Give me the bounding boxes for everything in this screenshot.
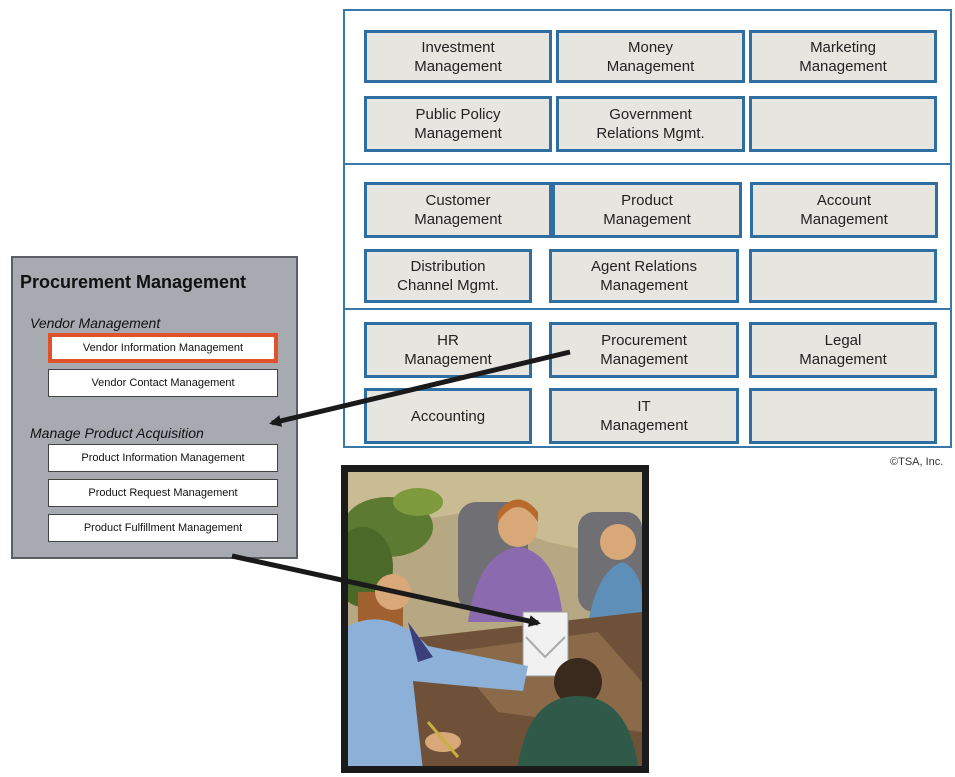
cell-procurement-management[interactable]: Procurement Management (549, 322, 739, 378)
cell-customer-management[interactable]: Customer Management (364, 182, 552, 238)
section-label-vendor-management: Vendor Management (30, 315, 161, 331)
item-vendor-information-management[interactable]: Vendor Information Management (48, 333, 278, 363)
cell-hr-management[interactable]: HR Management (364, 322, 532, 378)
cell-distribution-channel-mgmt[interactable]: Distribution Channel Mgmt. (364, 249, 532, 303)
cell-empty-3 (749, 388, 937, 444)
section-label-manage-product-acquisition: Manage Product Acquisition (30, 425, 204, 441)
procurement-panel: Procurement Management Vendor Management… (11, 256, 298, 559)
capability-band-3: HR Management Procurement Management Leg… (345, 308, 950, 446)
cell-money-management[interactable]: Money Management (556, 30, 745, 83)
cell-government-relations-mgmt[interactable]: Government Relations Mgmt. (556, 96, 745, 152)
cell-it-management[interactable]: IT Management (549, 388, 739, 444)
cell-product-management[interactable]: Product Management (552, 182, 742, 238)
cell-empty-2 (749, 249, 937, 303)
item-product-information-management[interactable]: Product Information Management (48, 444, 278, 472)
item-vendor-contact-management[interactable]: Vendor Contact Management (48, 369, 278, 397)
capability-map: Investment Management Money Management M… (343, 9, 952, 448)
cell-public-policy-management[interactable]: Public Policy Management (364, 96, 552, 152)
meeting-illustration (341, 465, 649, 773)
copyright-notice: ©TSA, Inc. (890, 456, 944, 468)
business-meeting-clipart-icon (348, 472, 642, 766)
cell-marketing-management[interactable]: Marketing Management (749, 30, 937, 83)
item-product-fulfillment-management[interactable]: Product Fulfillment Management (48, 514, 278, 542)
capability-band-2: Customer Management Product Management A… (345, 163, 950, 308)
cell-accounting[interactable]: Accounting (364, 388, 532, 444)
cell-empty-1 (749, 96, 937, 152)
capability-band-1: Investment Management Money Management M… (345, 11, 950, 157)
cell-legal-management[interactable]: Legal Management (749, 322, 937, 378)
cell-agent-relations-management[interactable]: Agent Relations Management (549, 249, 739, 303)
item-product-request-management[interactable]: Product Request Management (48, 479, 278, 507)
cell-investment-management[interactable]: Investment Management (364, 30, 552, 83)
cell-account-management[interactable]: Account Management (750, 182, 938, 238)
panel-title: Procurement Management (20, 272, 247, 292)
